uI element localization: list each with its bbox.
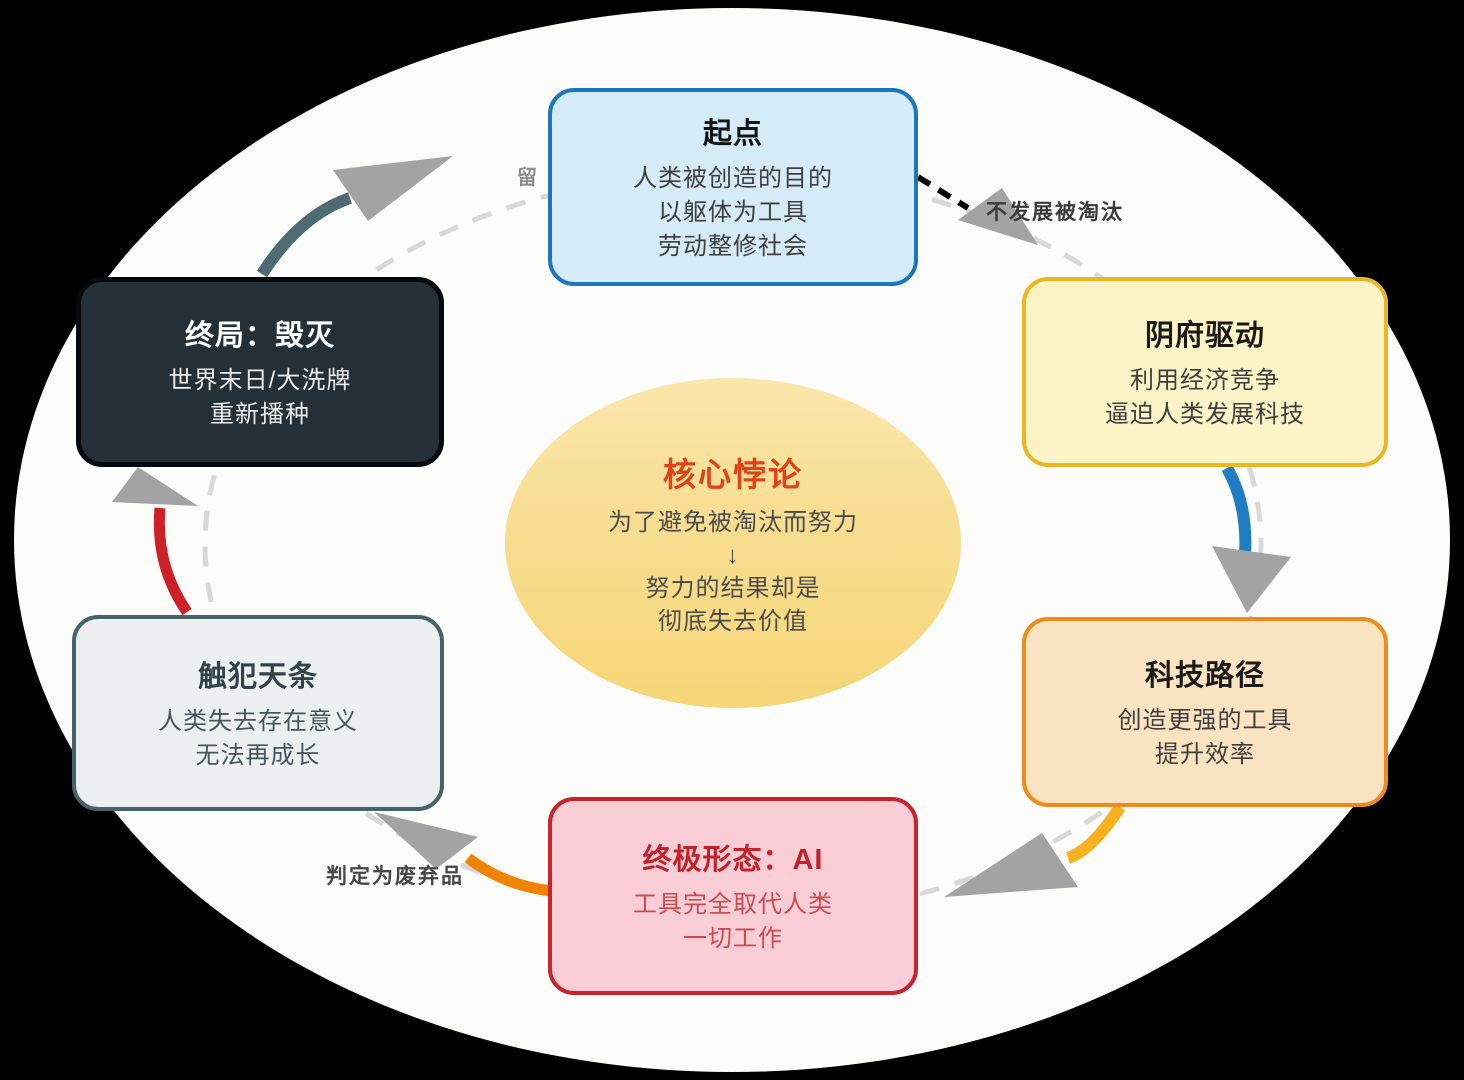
node-start-line: 以躯体为工具 [658,199,808,226]
node-end-line: 世界末日/大洗牌 [168,367,352,394]
node-tech-title: 科技路径 [1144,660,1265,692]
arc-drive-to-tech [1221,465,1252,556]
edge-label-discarded: 判定为废弃品 [326,865,464,888]
edge-label-eliminated: 不发展被淘汰 [986,201,1124,224]
node-drive: 阴府驱动 利用经济竞争 逼迫人类发展科技 [1022,277,1388,467]
node-start-line: 劳动整修社会 [658,233,808,260]
node-violate: 触犯天条 人类失去存在意义 无法再成长 [72,615,444,811]
center-paradox-line: 努力的结果却是 [645,575,821,602]
arc-ai-to-violate [464,853,553,897]
arrowhead-tech-icon [1212,546,1291,613]
center-paradox-line: 彻底失去价值 [658,608,808,635]
node-end: 终局：毁灭 世界末日/大洗牌 重新播种 [76,277,444,467]
arrowhead-ai-icon [944,833,1078,897]
arrowhead-violate-icon [374,812,478,869]
node-tech-line: 提升效率 [1155,741,1255,768]
arc-violate-to-end [153,507,192,616]
arrowhead-eliminated-icon [958,188,1038,245]
node-ai-line: 工具完全取代人类 [633,891,833,918]
node-tech: 科技路径 创造更强的工具 提升效率 [1022,617,1388,807]
node-violate-line: 人类失去存在意义 [158,708,358,735]
node-start: 起点 人类被创造的目的 以躯体为工具 劳动整修社会 [548,88,918,286]
threat-dashed-line [916,174,970,211]
down-arrow-glyph: ↓ [726,542,740,569]
node-ai-title: 终极形态：AI [642,844,824,876]
arc-tech-to-ai [1065,803,1126,864]
arrowhead-end-icon [112,467,198,506]
node-tech-line: 创造更强的工具 [1117,707,1293,734]
node-drive-title: 阴府驱动 [1144,320,1265,352]
node-violate-title: 触犯天条 [197,661,318,693]
node-end-title: 终局：毁灭 [184,320,335,352]
arc-end-to-restart [256,192,353,278]
node-violate-line: 无法再成长 [195,742,321,769]
center-paradox-line: 为了避免被淘汰而努力 [608,509,858,536]
node-drive-line: 逼迫人类发展科技 [1105,401,1305,428]
node-drive-line: 利用经济竞争 [1130,367,1280,394]
edge-label-clipped: 留 [517,167,537,189]
node-start-title: 起点 [702,118,763,150]
center-paradox-ellipse: 核心悖论 为了避免被淘汰而努力 ↓ 努力的结果却是 彻底失去价值 [505,378,961,708]
arrowhead-restart-icon [333,156,453,221]
node-end-line: 重新播种 [210,401,310,428]
center-paradox-title: 核心悖论 [663,456,803,493]
node-ai: 终极形态：AI 工具完全取代人类 一切工作 [548,797,918,995]
node-start-line: 人类被创造的目的 [633,165,833,192]
node-ai-line: 一切工作 [683,925,783,952]
